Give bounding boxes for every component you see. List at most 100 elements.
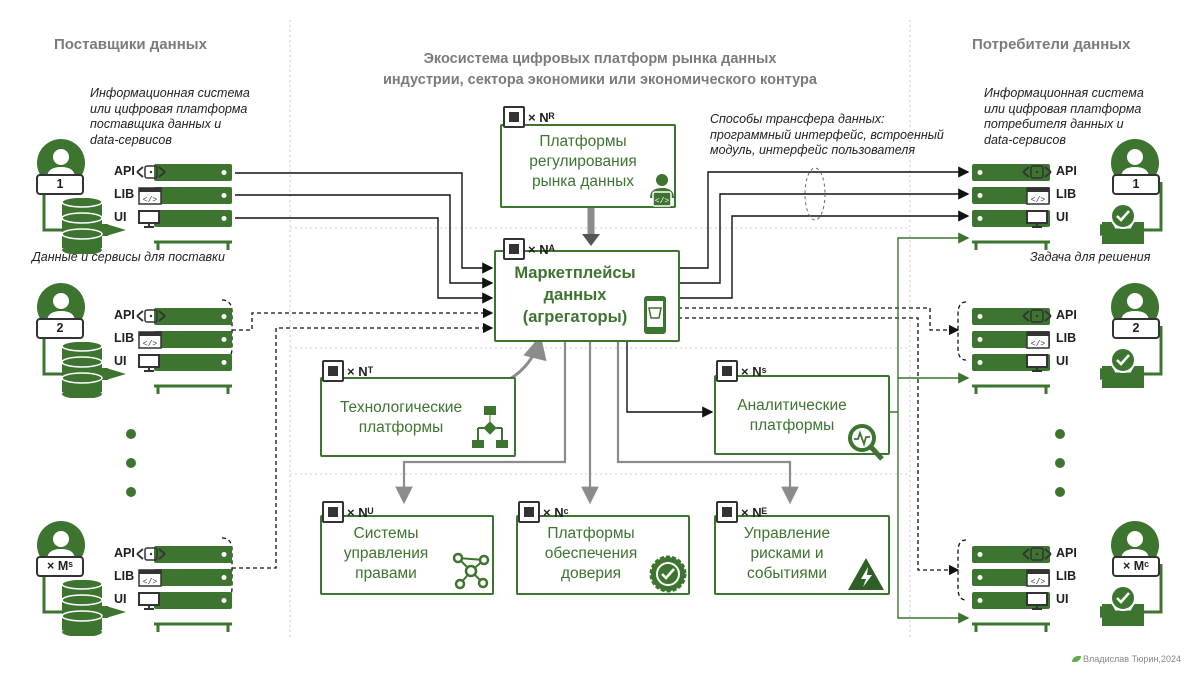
consumer-caption: Информационная система или цифровая плат…	[984, 86, 1144, 148]
interface-icon: </>	[1026, 331, 1050, 354]
marketplace-label-line: (агрегаторы)	[522, 308, 628, 326]
trust-label-line: обеспечения	[544, 545, 638, 562]
risk-label-line: рисками и	[750, 545, 824, 562]
task-inbox-icon	[1102, 585, 1144, 626]
leaf-icon	[1072, 656, 1081, 662]
risk-label-line: событиями	[746, 565, 828, 582]
regulation-label-line: регулирования	[529, 153, 637, 170]
interface-icon	[136, 546, 166, 567]
api-arrows-icon	[1022, 309, 1052, 323]
server-rack-icon	[154, 546, 232, 632]
interface-icon: </>	[1026, 569, 1050, 592]
interface-label: API	[1056, 164, 1077, 178]
monitor-icon	[138, 354, 160, 372]
api-arrows-icon	[1022, 547, 1052, 561]
consumer-caption-line: потребителя данных и	[984, 117, 1124, 131]
regulation-label-line: Платформы	[539, 133, 627, 150]
supplier-caption-line: data-сервисов	[90, 132, 172, 147]
monitor-icon	[138, 592, 160, 610]
transfer-caption-line: программный интерфейс, встроенный	[710, 127, 944, 142]
monitor-icon	[1026, 592, 1048, 610]
consumers-ellipsis	[1054, 428, 1066, 503]
code-window-icon: </>	[138, 569, 162, 587]
interface-icon: </>	[138, 187, 162, 210]
regulation-label: Платформы регулирования рынка данных	[508, 132, 658, 192]
analytics-label: Аналитические платформы	[722, 396, 862, 436]
api-arrows-icon	[136, 309, 166, 323]
server-rack-icon	[154, 308, 232, 394]
task-inbox-icon	[1102, 347, 1144, 388]
marketplace-multiplier: × Nᴬ	[528, 241, 555, 257]
interface-label: UI	[114, 354, 127, 368]
interface-label: UI	[114, 210, 127, 224]
rights-label: Системы управления правами	[326, 524, 446, 584]
interface-icon	[138, 210, 160, 233]
monitor-icon	[1026, 210, 1048, 228]
interface-icon	[136, 164, 166, 185]
server-rack-icon	[154, 164, 232, 250]
trust-multiplier: × Nᶜ	[543, 504, 569, 520]
analytics-search-icon	[848, 424, 884, 461]
analytics-chip: × Nˢ	[716, 360, 766, 382]
consumer-caption-line: data-сервисов	[984, 132, 1066, 147]
task-inbox-icon	[1102, 203, 1144, 244]
svg-text:</>: </>	[1031, 578, 1046, 587]
risk-chip: × Nᴱ	[716, 501, 767, 523]
analytics-label-line: Аналитические	[737, 397, 847, 414]
interface-label: API	[114, 546, 135, 560]
ecosystem-title: Экосистема цифровых платформ рынка данны…	[320, 49, 880, 91]
interface-label: API	[1056, 308, 1077, 322]
rights-platform-box	[320, 515, 494, 595]
svg-text:</>: </>	[1031, 340, 1046, 349]
transfer-caption-line: модуль, интерфейс пользователя	[710, 143, 916, 157]
rights-multiplier: × Nᵁ	[347, 504, 374, 520]
risk-multiplier: × Nᴱ	[741, 504, 768, 520]
interface-icon	[1026, 354, 1048, 377]
warning-bolt-icon	[848, 558, 884, 590]
supplier-caption-line: или цифровая платформа	[90, 101, 248, 116]
regulation-chip: × Nᴿ	[503, 106, 555, 128]
monitor-icon	[138, 210, 160, 228]
technology-label-line: платформы	[358, 419, 444, 436]
interface-label: LIB	[1056, 187, 1077, 201]
chip-icon	[503, 238, 525, 260]
consumer-badge: × Mᶜ	[1112, 556, 1160, 577]
interface-icon	[1022, 546, 1052, 567]
interface-label: LIB	[114, 187, 135, 201]
regulation-multiplier: × Nᴿ	[528, 109, 555, 125]
consumer-badge: 1	[1112, 174, 1160, 195]
code-window-icon: </>	[138, 187, 162, 205]
svg-text:</>: </>	[143, 578, 158, 587]
consumer-caption-line: или цифровая платформа	[984, 101, 1142, 116]
network-nodes-icon	[452, 552, 490, 590]
chip-icon	[716, 360, 738, 382]
flowchart-icon	[472, 406, 508, 448]
interface-icon: </>	[138, 569, 162, 592]
svg-text:</>: </>	[1031, 196, 1046, 205]
interface-label: LIB	[1056, 331, 1077, 345]
interface-label: UI	[114, 592, 127, 606]
code-window-icon: </>	[138, 331, 162, 349]
trust-chip: × Nᶜ	[518, 501, 569, 523]
chip-icon	[322, 501, 344, 523]
chip-icon	[503, 106, 525, 128]
svg-text:</>: </>	[143, 196, 158, 205]
transfer-caption-line: Способы трансфера данных:	[710, 112, 885, 126]
database-icon	[61, 198, 103, 254]
api-arrows-icon	[136, 165, 166, 179]
interface-icon: </>	[1026, 187, 1050, 210]
api-arrows-icon	[1022, 165, 1052, 179]
risk-label: Управление рисками и событиями	[722, 524, 852, 584]
supplier-caption: Информационная система или цифровая плат…	[90, 86, 250, 148]
analytics-multiplier: × Nˢ	[741, 363, 767, 379]
interface-label: API	[114, 308, 135, 322]
database-icon	[61, 342, 103, 398]
chip-icon	[518, 501, 540, 523]
interface-icon: </>	[138, 331, 162, 354]
rights-chip: × Nᵁ	[322, 501, 373, 523]
svg-text:</>: </>	[655, 197, 670, 206]
chip-icon	[716, 501, 738, 523]
regulation-label-line: рынка данных	[531, 173, 635, 190]
marketplace-label: Маркетплейсы данных (агрегаторы)	[500, 262, 650, 328]
